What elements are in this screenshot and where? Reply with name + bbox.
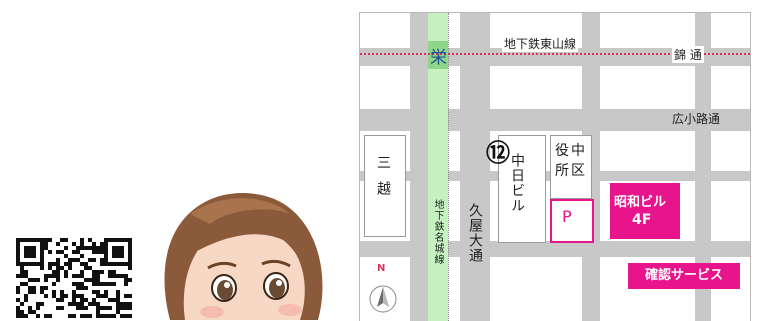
parking-label: P	[562, 207, 572, 226]
road-vertical-left	[410, 13, 428, 321]
road-vertical-hisaya-odori	[460, 13, 490, 321]
hirokoji-dori-label: 広小路通	[672, 112, 721, 126]
svg-text:所: 所	[555, 163, 569, 179]
subway-meijo-label: 地下鉄名城線	[432, 199, 443, 265]
building-number-label: ⑫	[486, 139, 510, 167]
svg-text:中: 中	[571, 143, 585, 159]
woman-illustration	[164, 192, 323, 320]
sakae-station-label: 栄	[430, 48, 447, 68]
hisaya-odori-label: 久屋大通	[467, 203, 483, 263]
subway-higashiyama-label: 地下鉄東山線	[502, 35, 579, 52]
road-horizontal-bottom	[360, 241, 750, 257]
showa-building-name: 昭和ビル	[614, 195, 667, 210]
mitsukoshi-block	[364, 135, 406, 237]
north-arrow-icon	[369, 285, 397, 313]
road-vertical-right	[695, 13, 711, 321]
sakae-station-marker	[428, 41, 448, 69]
chunichi-building-label: 中日ビル	[509, 153, 525, 213]
showa-building-floor: 4F	[632, 212, 652, 228]
naka-ward-office-block	[550, 135, 592, 199]
subway-higashiyama-line	[360, 53, 750, 55]
mitsukoshi-label: 三越	[375, 155, 391, 207]
road-horizontal-top	[360, 48, 750, 66]
svg-text:区: 区	[571, 163, 585, 179]
naka-ward-office-label: 中区役所	[552, 137, 590, 197]
subway-meijo-line	[428, 13, 448, 321]
north-label: N	[377, 263, 386, 274]
confirmation-service-badge: 確認サービス	[628, 263, 740, 289]
chunichi-building-block	[498, 135, 546, 243]
svg-text:役: 役	[555, 143, 569, 159]
qr-code	[16, 238, 132, 318]
access-map: 地下鉄東山線 栄 錦 通 広小路通 三越 地下鉄名城線 久屋大通 ⑫ 中日ビル …	[359, 12, 751, 321]
parking-block	[550, 199, 594, 243]
road-horizontal-hirokoji	[360, 109, 750, 131]
nishiki-dori-label: 錦 通	[672, 46, 704, 63]
subway-meijo-guide	[448, 13, 449, 321]
showa-building-marker: 昭和ビル 4F	[610, 183, 680, 239]
